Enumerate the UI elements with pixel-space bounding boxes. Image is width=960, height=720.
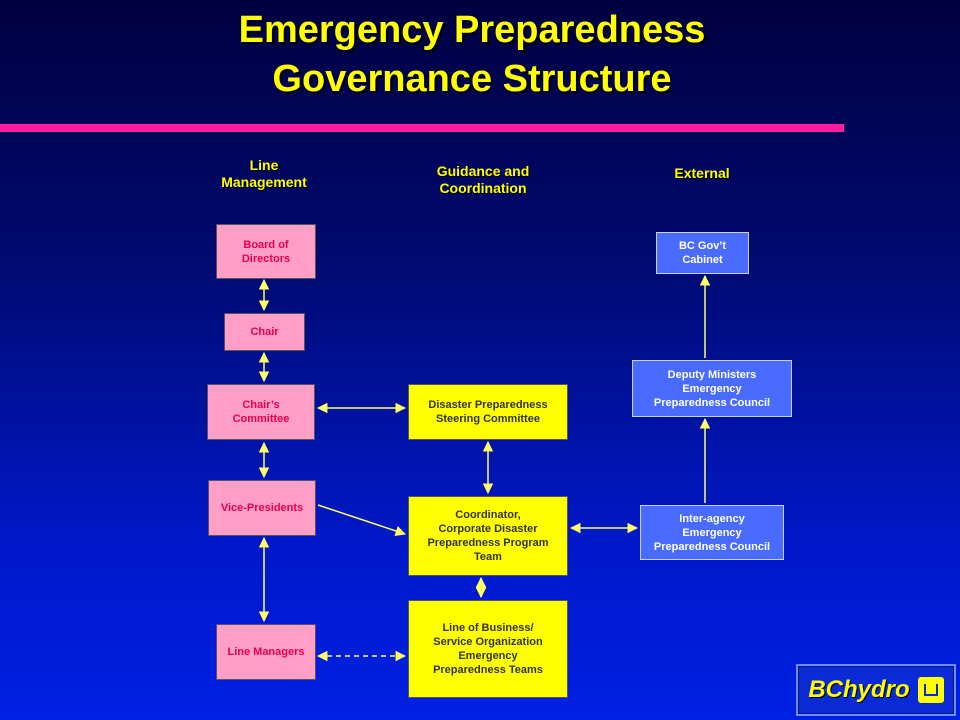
box-steering-committee: Disaster Preparedness Steering Committee: [408, 384, 568, 440]
box-bc-govt-cabinet: BC Gov’t Cabinet: [656, 232, 749, 274]
box-vice-presidents: Vice-Presidents: [208, 480, 316, 536]
column-header-line-management: Line Management: [221, 157, 307, 190]
box-lob-teams: Line of Business/ Service Organization E…: [408, 600, 568, 698]
title-divider: [0, 124, 844, 132]
title-line-1: Emergency Preparedness: [238, 9, 706, 51]
column-header-guidance: Guidance and Coordination: [436, 163, 530, 196]
column-header-external: External: [674, 165, 730, 181]
box-line-managers: Line Managers: [216, 624, 316, 680]
box-chair: Chair: [224, 313, 305, 351]
page-title: Emergency Preparedness Governance Struct…: [0, 6, 944, 104]
box-chairs-committee: Chair’s Committee: [207, 384, 315, 440]
box-deputy-ministers-council: Deputy Ministers Emergency Preparedness …: [632, 360, 792, 417]
logo-text: BChydro: [808, 676, 910, 703]
box-interagency-council: Inter-agency Emergency Preparedness Coun…: [640, 505, 784, 560]
box-coordinator: Coordinator, Corporate Disaster Prepared…: [408, 496, 568, 576]
bchydro-mark-icon: [917, 677, 944, 703]
box-board-of-directors: Board of Directors: [216, 224, 316, 279]
title-line-2: Governance Structure: [272, 58, 672, 100]
bchydro-logo: BChydro: [796, 664, 956, 716]
arrow-vp-coordinator: [317, 504, 406, 536]
